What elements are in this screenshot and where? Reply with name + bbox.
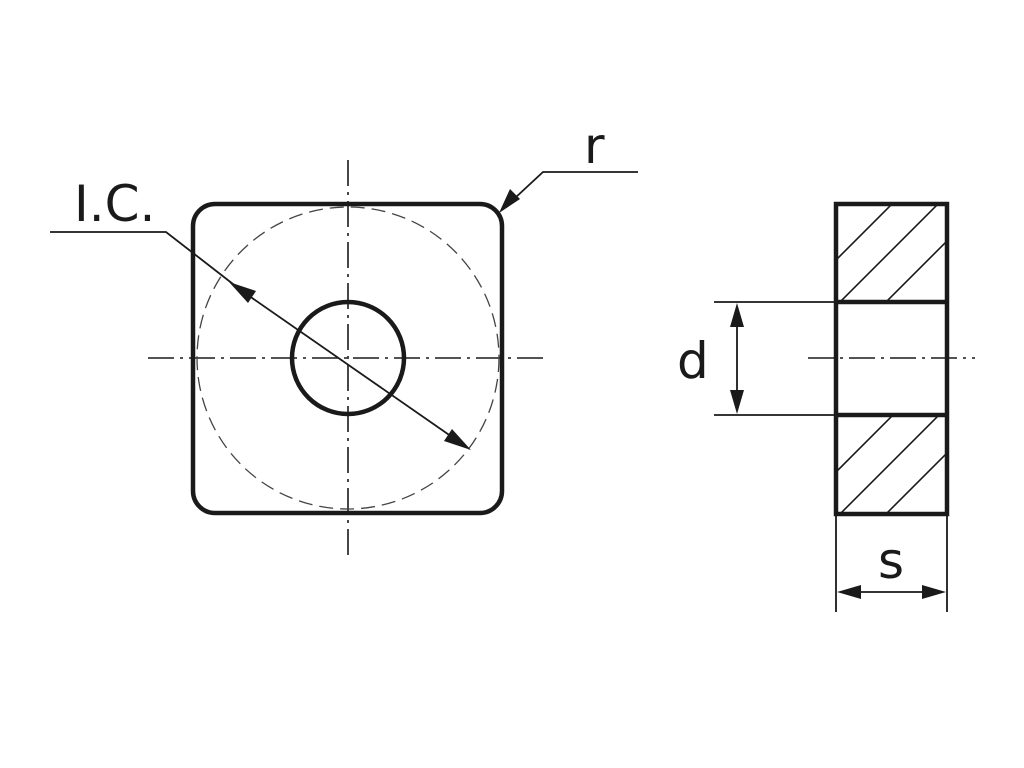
- d-label: d: [677, 332, 709, 390]
- ic-label: I.C.: [74, 175, 155, 233]
- s-arrowhead-left: [837, 585, 861, 599]
- r-label: r: [584, 117, 605, 175]
- side-section-view: d s: [677, 201, 975, 612]
- r-arrowhead: [499, 189, 520, 213]
- front-view: I.C. r: [50, 117, 638, 560]
- s-label: s: [878, 532, 904, 590]
- r-leader-line: [514, 171, 638, 199]
- top-section-hatching: [836, 204, 947, 302]
- insert-outline-square: [190, 201, 505, 516]
- s-arrowhead-right: [922, 585, 946, 599]
- ic-arrowhead-start: [229, 282, 256, 303]
- ic-arrowhead-end: [444, 429, 471, 450]
- inscribed-circle-outline: [196, 206, 500, 510]
- center-hole: [289, 299, 407, 417]
- ic-dimension-line: [241, 290, 456, 440]
- side-outline: [833, 201, 950, 517]
- d-arrowhead-top: [730, 303, 744, 327]
- d-arrowhead-bottom: [730, 390, 744, 414]
- ic-leader-line: [50, 231, 243, 292]
- bottom-section-hatching: [836, 415, 947, 514]
